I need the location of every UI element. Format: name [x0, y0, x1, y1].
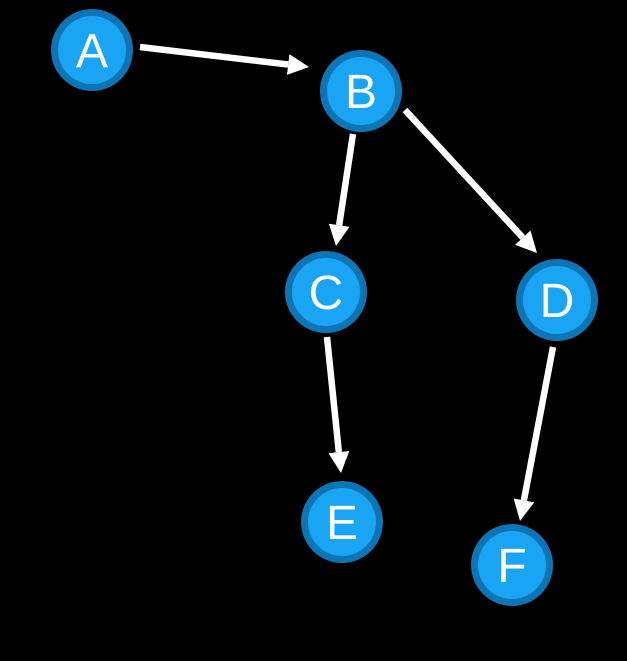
edge-d-f — [513, 346, 557, 522]
node-d[interactable]: D — [516, 259, 598, 341]
edges-layer — [139, 43, 557, 522]
node-f[interactable]: F — [471, 524, 553, 606]
node-b[interactable]: B — [320, 50, 402, 132]
edge-a-b — [139, 43, 310, 75]
edge-b-c — [328, 133, 357, 247]
node-b-fill — [327, 57, 395, 125]
node-f-fill — [478, 531, 546, 599]
node-a[interactable]: A — [51, 9, 133, 91]
node-c-fill — [292, 258, 360, 326]
edge-c-e — [323, 336, 350, 473]
node-e-fill — [308, 488, 376, 556]
node-e[interactable]: E — [301, 481, 383, 563]
edge-b-d — [402, 107, 537, 253]
node-d-fill — [523, 266, 591, 334]
node-c[interactable]: C — [285, 251, 367, 333]
node-a-fill — [58, 16, 126, 84]
